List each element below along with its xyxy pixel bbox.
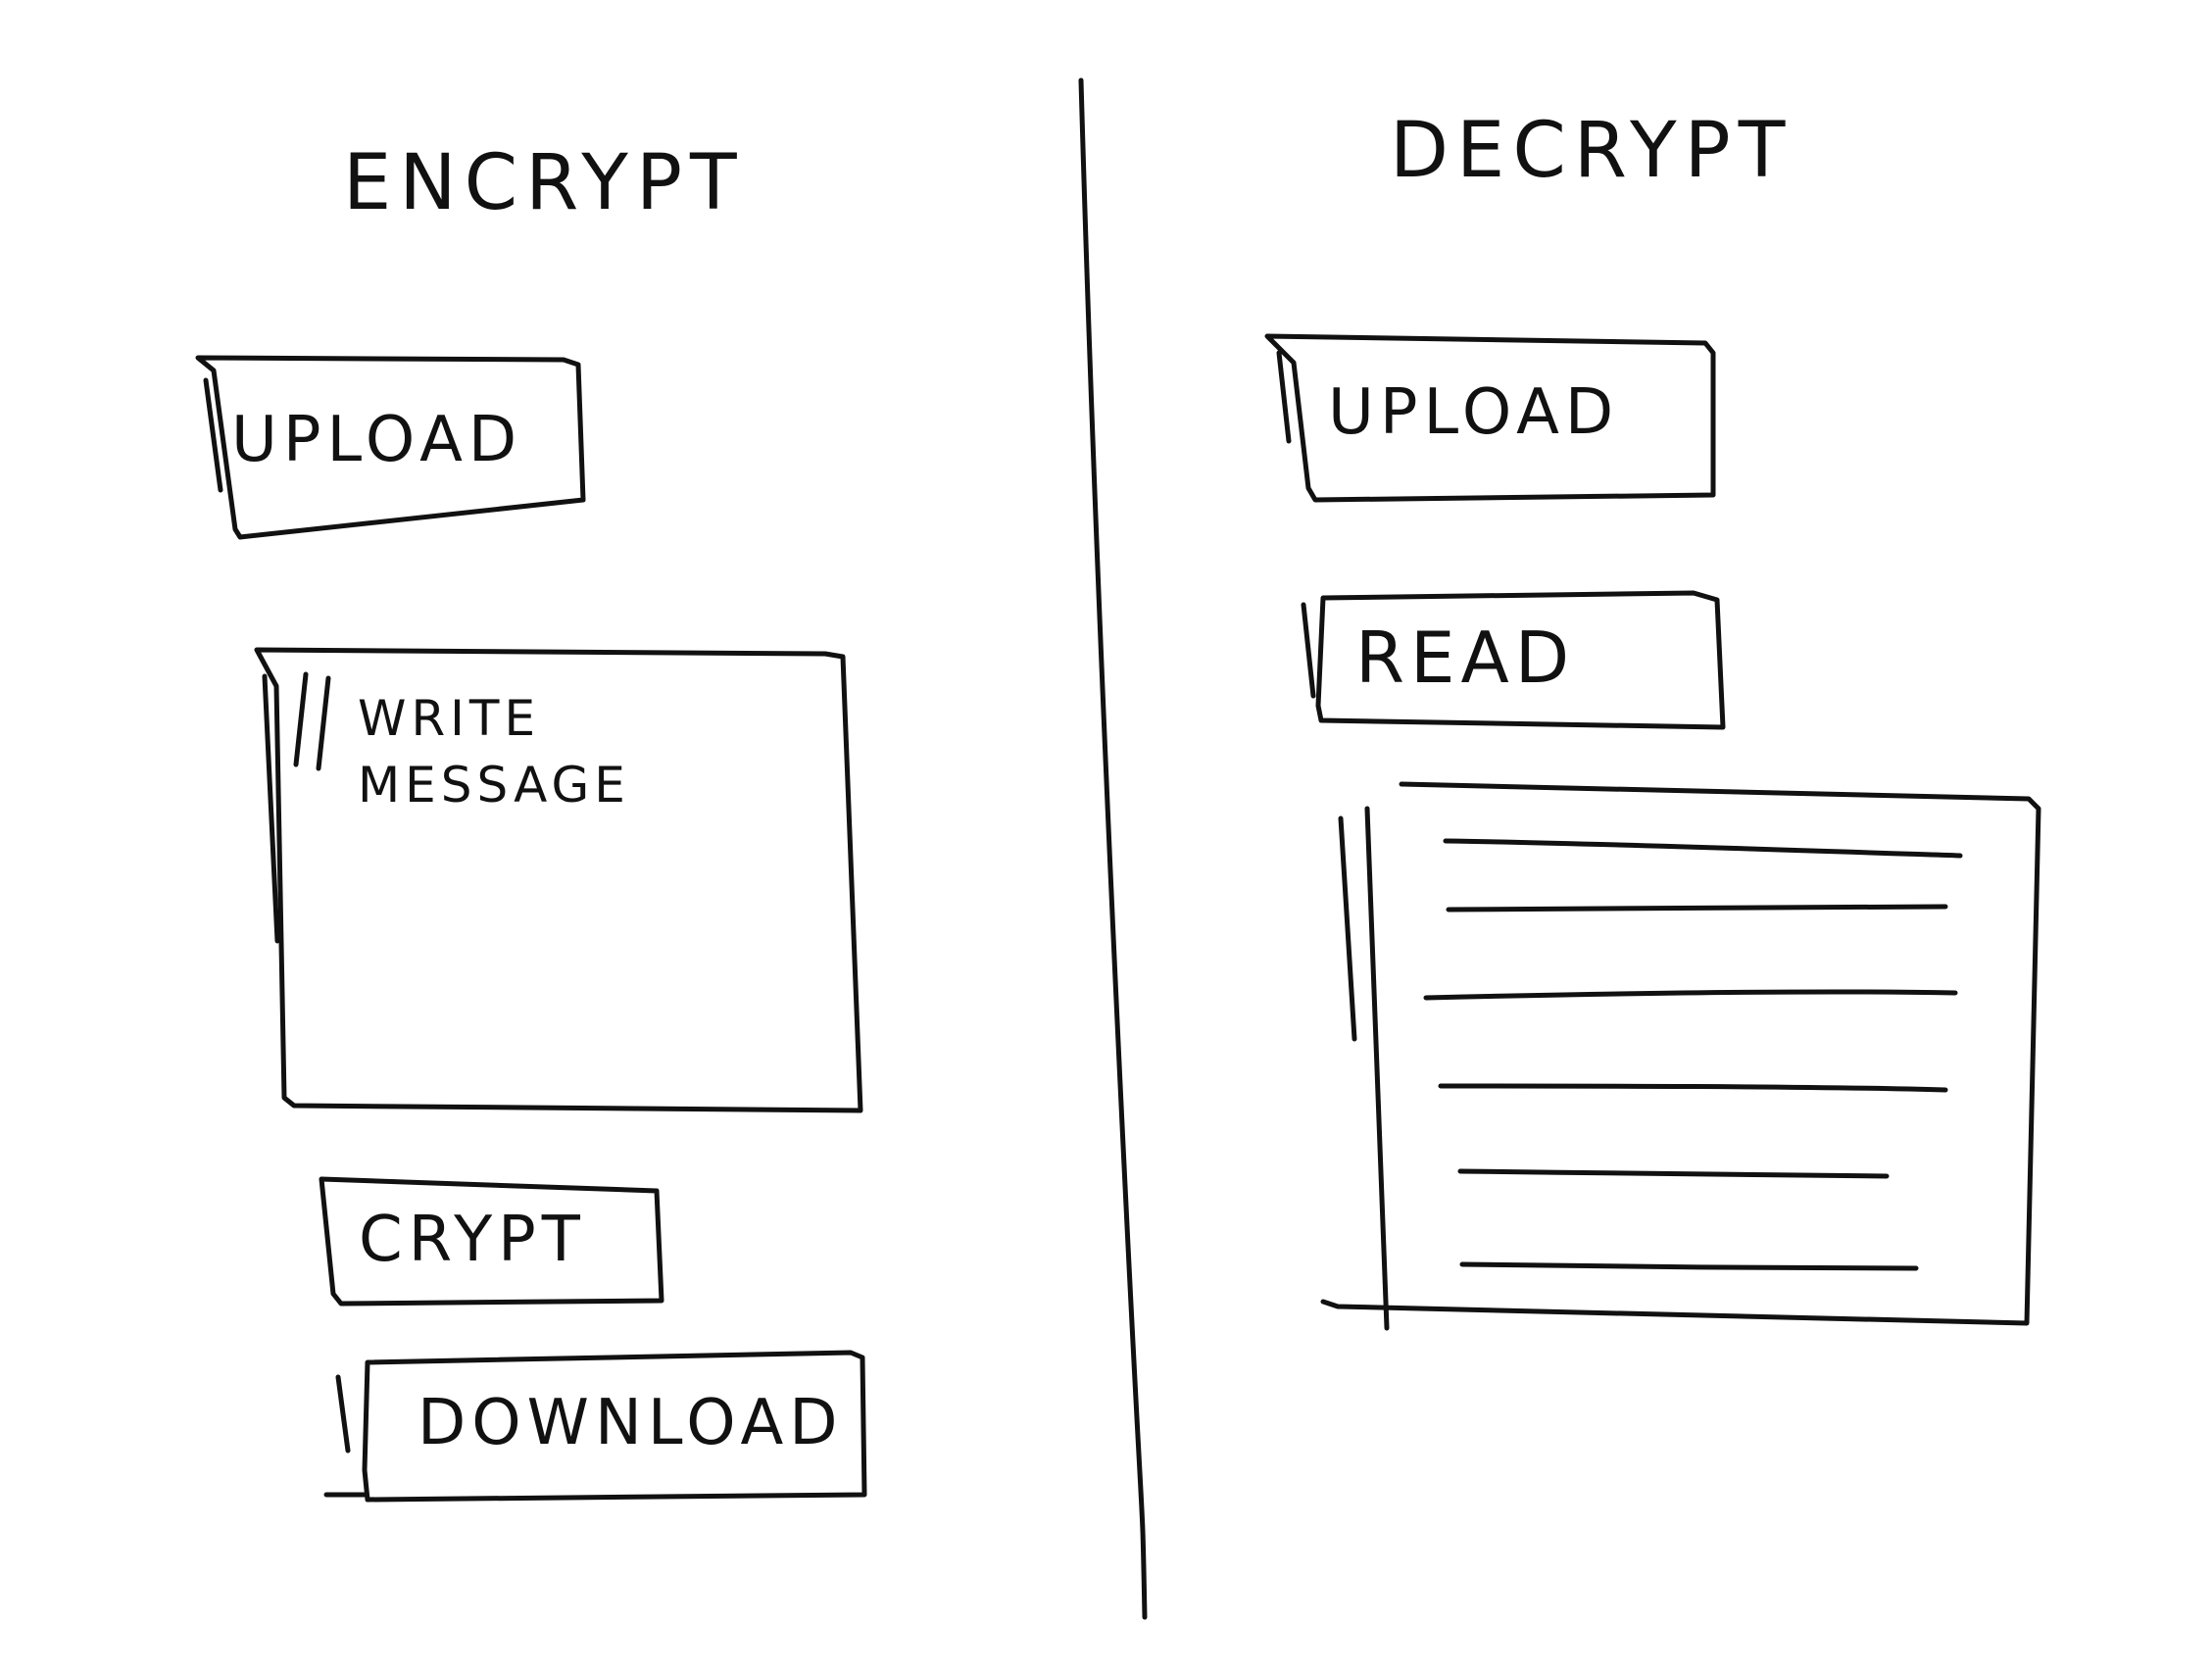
- decrypted-output-box: [1367, 784, 2039, 1328]
- decrypt-upload-button-shadow: [1276, 350, 1292, 444]
- encrypt-heading: ENCRYPT: [343, 139, 745, 227]
- read-button-shadow: [1301, 602, 1316, 699]
- output-line-5: [1457, 1168, 1890, 1179]
- download-button-shadow: [323, 1374, 368, 1498]
- download-button-outline: [362, 1350, 867, 1503]
- encrypt-upload-button[interactable]: UPLOAD: [198, 358, 583, 534]
- output-line-2: [1446, 904, 1948, 912]
- crypt-button-outline: [319, 1176, 664, 1307]
- read-button-outline: [1315, 590, 1726, 730]
- output-line-1: [1443, 838, 1963, 859]
- output-box-shadow: [1338, 815, 1357, 1042]
- decrypt-upload-button[interactable]: UPLOAD: [1267, 336, 1713, 500]
- encrypt-upload-button-shadow: [203, 377, 223, 493]
- download-button[interactable]: DOWNLOAD: [365, 1353, 864, 1500]
- decrypt-upload-button-outline: [1264, 333, 1716, 503]
- decrypt-upload-label: UPLOAD: [1328, 376, 1620, 449]
- download-label: DOWNLOAD: [418, 1387, 844, 1459]
- output-line-4: [1438, 1083, 1948, 1093]
- message-placeholder: WRITE MESSAGE: [358, 690, 630, 814]
- encrypt-upload-button-outline: [195, 355, 586, 540]
- output-box-left-edge: [1364, 806, 1390, 1331]
- encrypt-upload-label: UPLOAD: [231, 404, 523, 476]
- crypt-label: CRYPT: [359, 1204, 586, 1276]
- output-box-outline: [1320, 781, 2041, 1326]
- output-line-3: [1423, 989, 1958, 1001]
- output-line-6: [1459, 1261, 1919, 1271]
- crypt-button[interactable]: CRYPT: [321, 1179, 662, 1304]
- read-label: READ: [1355, 617, 1576, 699]
- decrypt-heading: DECRYPT: [1390, 107, 1794, 195]
- message-input[interactable]: [257, 650, 857, 1106]
- column-divider: [1078, 77, 1148, 1620]
- read-button[interactable]: READ: [1318, 593, 1723, 727]
